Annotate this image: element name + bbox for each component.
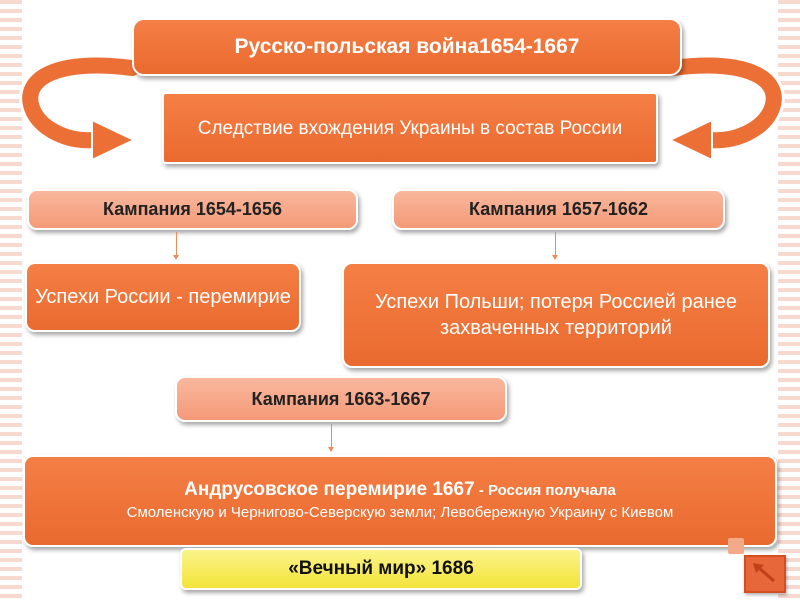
treaty-box: Андрусовское перемирие 1667 - Россия пол… bbox=[23, 455, 777, 547]
campaign-2-result-text: Успехи Польши; потеря Россией ранее захв… bbox=[374, 291, 738, 339]
campaign-1-result: Успехи России - перемирие bbox=[25, 262, 301, 332]
arrowhead-3 bbox=[328, 447, 334, 452]
consequence-text: Следствие вхождения Украины в состав Рос… bbox=[197, 117, 623, 139]
campaign-3-box: Кампания 1663-1667 bbox=[175, 376, 507, 422]
right-border-decoration bbox=[778, 0, 800, 600]
campaign-1-label: Кампания 1654-1656 bbox=[103, 199, 282, 219]
treaty-details: Смоленскую и Чернигово-Северскую земли; … bbox=[126, 503, 674, 521]
return-arrow-icon bbox=[753, 563, 775, 583]
campaign-1-box: Кампания 1654-1656 bbox=[27, 189, 358, 230]
eternal-peace-text: «Вечный мир» 1686 bbox=[288, 558, 474, 579]
return-button[interactable] bbox=[744, 555, 786, 593]
connector-1 bbox=[176, 232, 177, 256]
campaign-2-result: Успехи Польши; потеря Россией ранее захв… bbox=[342, 262, 770, 368]
connector-2 bbox=[555, 232, 556, 256]
campaign-2-box: Кампания 1657-1662 bbox=[392, 189, 725, 230]
eternal-peace-box: «Вечный мир» 1686 bbox=[180, 548, 582, 590]
consequence-box: Следствие вхождения Украины в состав Рос… bbox=[162, 92, 658, 164]
campaign-1-result-text: Успехи России - перемирие bbox=[35, 286, 291, 308]
left-curved-arrow-icon bbox=[19, 54, 139, 160]
treaty-name: Андрусовское перемирие 1667 bbox=[184, 478, 475, 500]
treaty-gets: - Россия получала bbox=[474, 481, 616, 499]
title-text: Русско-польская война1654-1667 bbox=[234, 35, 580, 58]
decorative-square bbox=[728, 538, 744, 554]
campaign-2-label: Кампания 1657-1662 bbox=[469, 199, 648, 219]
campaign-3-label: Кампания 1663-1667 bbox=[251, 388, 431, 409]
arrowhead-2 bbox=[552, 255, 558, 260]
connector-3 bbox=[331, 424, 332, 448]
arrowhead-1 bbox=[173, 255, 179, 260]
right-curved-arrow-icon bbox=[665, 54, 785, 160]
diagram-title: Русско-польская война1654-1667 bbox=[132, 18, 682, 76]
left-border-decoration bbox=[0, 0, 22, 600]
